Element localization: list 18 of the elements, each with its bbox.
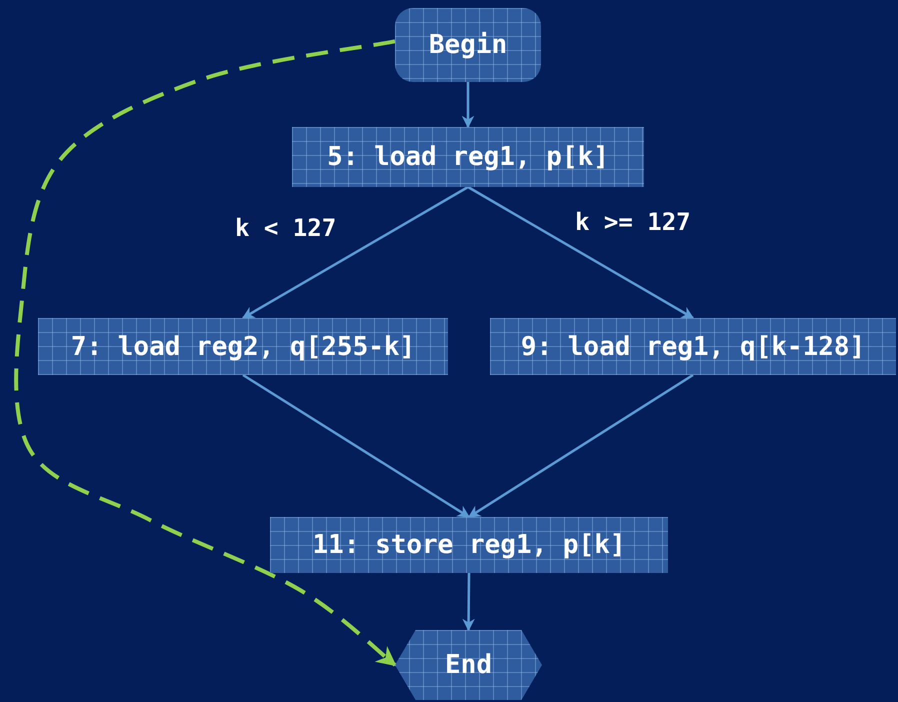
node-label: 9: load reg1, q[k-128] [520,332,866,362]
process-box [270,517,668,573]
arrow [462,82,474,128]
process-box [490,318,896,375]
arrow [242,374,470,518]
arrow [242,186,469,320]
arrow [468,374,694,518]
process-box [292,127,644,187]
arrow [14,39,397,667]
node-label: 7: load reg2, q[255-k] [70,332,416,362]
node-label: Begin [428,30,508,60]
start-box [395,8,541,82]
node-label: 5: load reg1, p[k] [327,142,609,172]
process-box [38,318,448,375]
node-label: End [445,650,492,680]
arrow [467,186,694,320]
node-label: 11: store reg1, p[k] [312,530,626,560]
arrow [462,572,475,632]
